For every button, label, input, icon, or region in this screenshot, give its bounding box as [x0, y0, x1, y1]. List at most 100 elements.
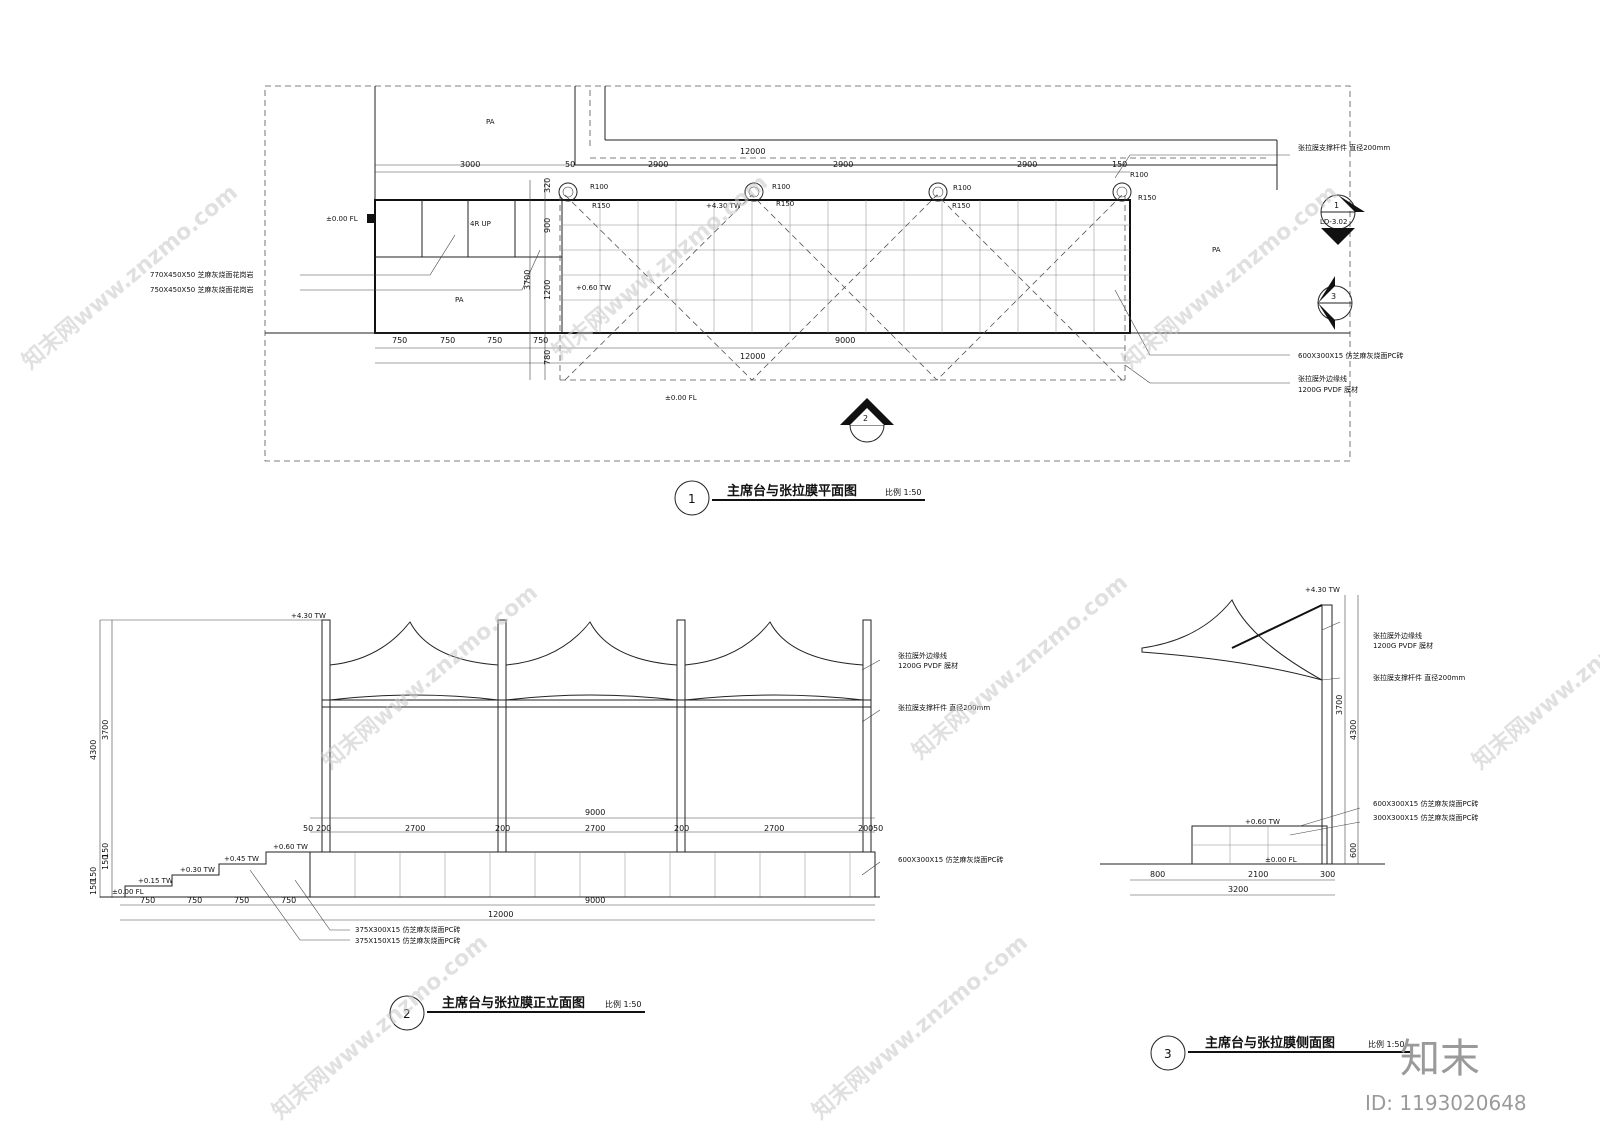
post: [321, 619, 331, 853]
side-note-membrane-material: 1200G PVDF 膜材: [1373, 641, 1433, 650]
membrane-panel: [329, 621, 499, 701]
section-marker-2: [840, 398, 894, 443]
plan-callout-number: 1: [688, 492, 696, 506]
plan-dim-750-b: 750: [440, 336, 455, 345]
plan-level-bottom: ±0.00 FL: [665, 394, 697, 402]
column-circle: [558, 182, 578, 202]
column-circle: [928, 182, 948, 202]
front-dim-150: 150: [101, 843, 110, 858]
front-dim-200: 200: [495, 824, 510, 833]
side-dim-600: 600: [1349, 843, 1358, 858]
front-level-015: +0.15 TW: [138, 877, 173, 885]
watermark-text: 知末网www.znzmo.com: [267, 929, 493, 1124]
side-dim-300: 300: [1320, 870, 1335, 879]
side-dim-4300: 4300: [1349, 720, 1358, 740]
plan-radius: R150: [1138, 194, 1156, 202]
plan-tile-grid: [562, 200, 1130, 333]
front-dim-9000: 9000: [585, 808, 605, 817]
front-level-000: ±0.00 FL: [112, 888, 144, 896]
side-membrane: [1141, 599, 1323, 681]
front-level-030: +0.30 TW: [180, 866, 215, 874]
section-marker-1: [1320, 194, 1365, 245]
post: [862, 619, 872, 853]
stage-base: [309, 851, 876, 898]
plan-dim-total-top: 12000: [740, 147, 765, 156]
plan-title-callout: [674, 480, 710, 516]
plan-note-granite-770: 770X450X50 芝麻灰烧面花岗岩: [150, 270, 253, 279]
plan-note-membrane-material: 1200G PVDF 膜材: [1298, 385, 1358, 394]
front-dim-150: 150: [89, 867, 98, 882]
front-dim-4300: 4300: [89, 740, 98, 760]
side-dim-2100: 2100: [1248, 870, 1268, 879]
plan-dim-750-a: 750: [392, 336, 407, 345]
stair-label: 4R UP: [470, 220, 491, 228]
side-elevation: [1100, 595, 1385, 896]
watermark-text: 知末网www.znzmo.com: [1117, 179, 1343, 374]
zone-pa: PA: [1212, 246, 1221, 254]
side-tie-rod: [1231, 604, 1323, 649]
plan-dim-750-c: 750: [487, 336, 502, 345]
column-markers: [558, 182, 1132, 202]
plan-dim-2900-c: 2900: [1017, 160, 1037, 169]
plan-radius: R150: [952, 202, 970, 210]
front-dim-750: 750: [140, 896, 155, 905]
front-note-step-tile-375x300: 375X300X15 仿芝麻灰烧面PC砖: [355, 925, 461, 934]
plan-radius: R100: [772, 183, 790, 191]
plan-dim-1200: 1200: [543, 280, 552, 300]
front-title-callout: [389, 995, 425, 1031]
membrane-panel: [684, 621, 864, 701]
side-note-post: 张拉膜支撑杆件 直径200mm: [1373, 673, 1465, 682]
front-dim-9000-base: 9000: [585, 896, 605, 905]
plan-dim-900: 900: [543, 218, 552, 233]
front-dim-750: 750: [234, 896, 249, 905]
section-ref-number: 1: [1334, 201, 1339, 210]
front-dim-200: 200: [674, 824, 689, 833]
plan-note-pc-tile: 600X300X15 仿芝麻灰烧面PC砖: [1298, 351, 1404, 360]
membrane-outline: [559, 194, 1126, 381]
front-note-pc-tile: 600X300X15 仿芝麻灰烧面PC砖: [898, 855, 1004, 864]
side-dim-3200: 3200: [1228, 885, 1248, 894]
side-callout-number: 3: [1164, 1047, 1172, 1061]
front-dim-2700: 2700: [764, 824, 784, 833]
front-dim-2700: 2700: [585, 824, 605, 833]
front-note-step-tile-375x150: 375X150X15 仿芝麻灰烧面PC砖: [355, 936, 461, 945]
plan-boundary: [264, 85, 1351, 462]
plan-note-granite-750: 750X450X50 芝麻灰烧面花岗岩: [150, 285, 253, 294]
plan-dim-320: 320: [543, 178, 552, 193]
side-note-pc-tile-600: 600X300X15 仿芝麻灰烧面PC砖: [1373, 799, 1479, 808]
side-level-000: ±0.00 FL: [1265, 856, 1297, 864]
front-dim-12000: 12000: [488, 910, 513, 919]
plan-dim-780: 780: [543, 350, 552, 365]
plan-radius: R150: [592, 202, 610, 210]
side-level-060: +0.60 TW: [1245, 818, 1280, 826]
front-dim-750: 750: [281, 896, 296, 905]
front-dim-150: 150: [101, 855, 110, 870]
plan-dim-3700: 3700: [523, 270, 532, 290]
side-post: [1321, 604, 1333, 865]
front-dim-200: 200: [316, 824, 331, 833]
watermark-text: 知末网www.znzmo.com: [317, 579, 543, 774]
plan-dim-150: 150: [1112, 160, 1127, 169]
side-note-pc-tile-300: 300X300X15 仿芝麻灰烧面PC砖: [1373, 813, 1479, 822]
front-level-060: +0.60 TW: [273, 843, 308, 851]
side-note-membrane-edge: 张拉膜外边缘线: [1373, 631, 1422, 640]
post: [676, 619, 686, 853]
front-dim-750: 750: [187, 896, 202, 905]
column-circle: [744, 182, 764, 202]
plan-title: 主席台与张拉膜平面图: [727, 483, 857, 499]
plan-dim-50: 50: [565, 160, 575, 169]
membrane-beam: [321, 699, 872, 708]
front-dim-50: 50: [873, 824, 883, 833]
plan-view: [264, 85, 1365, 462]
plan-dim-2900-a: 2900: [648, 160, 668, 169]
elev-ref-2-number: 2: [863, 414, 868, 423]
section-marker-3: [1317, 276, 1353, 330]
front-level-045: +0.45 TW: [224, 855, 259, 863]
side-title-callout: [1150, 1035, 1186, 1071]
image-id: ID: 1193020648: [1365, 1091, 1527, 1115]
front-dim-3700: 3700: [101, 720, 110, 740]
plan-dim-2900-b: 2900: [833, 160, 853, 169]
front-note-membrane-material: 1200G PVDF 膜材: [898, 661, 958, 670]
